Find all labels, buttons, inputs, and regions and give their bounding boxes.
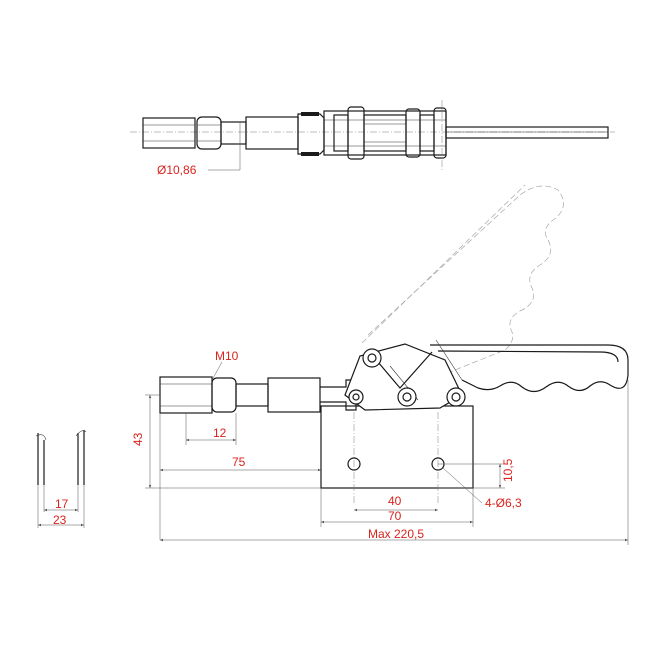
holes-label: 4-Ø6,3	[485, 496, 522, 510]
flange-view	[35, 430, 87, 528]
nut-size-label: 12	[213, 426, 227, 440]
reach-label: 75	[232, 455, 246, 469]
top-view	[130, 100, 615, 172]
flange-outer-label: 23	[53, 513, 67, 527]
base-width-label: 70	[388, 509, 402, 523]
max-length-label: Max 220,5	[368, 527, 424, 541]
rod-diameter-label: Ø10,86	[157, 163, 197, 177]
hole-vertical-label: 10,5	[501, 458, 515, 482]
flange-inner-label: 17	[55, 497, 69, 511]
side-view	[145, 184, 629, 545]
hole-spacing-label: 40	[388, 494, 402, 508]
thread-label: M10	[215, 349, 239, 363]
height-label: 43	[131, 432, 145, 446]
